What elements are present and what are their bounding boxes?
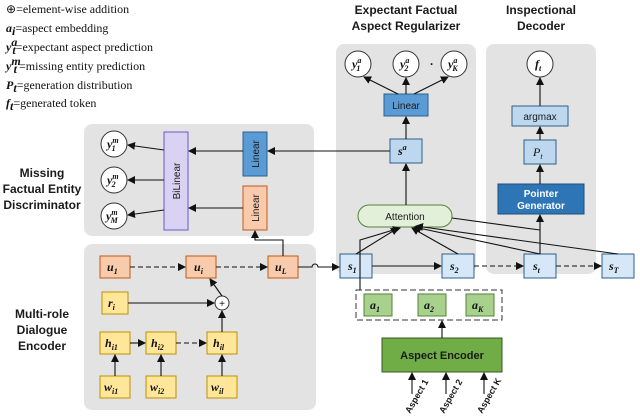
decoder-title-line1: Inspectional [506, 3, 576, 17]
node-u-1: u1 [107, 260, 118, 276]
node-w-i1: wi1 [104, 380, 118, 396]
aspect-embedding-group [355, 289, 503, 321]
aspect-input-1: Aspect 1 [403, 377, 430, 415]
node-w-i2: wi2 [150, 380, 164, 396]
discriminator-linear-bottom [242, 185, 268, 231]
bilinear-label: BiLinear [172, 162, 183, 199]
legend-item-addition: ⊕=element-wise addition [6, 2, 129, 16]
connections [111, 76, 619, 394]
bilinear-box [163, 131, 189, 231]
ellipsis-dots: · [430, 57, 433, 71]
node-s-a: sa [397, 143, 407, 158]
pointer-label: Pointer [524, 189, 559, 200]
legend-item-generated-token: ft=generated token [6, 96, 96, 113]
node-r-i: ri [108, 296, 116, 312]
argmax-label: argmax [523, 112, 556, 123]
discriminator-linear-bottom-label: Linear [251, 193, 262, 221]
aspect-encoder-box [381, 337, 503, 373]
discriminator-title-line1: Missing [20, 166, 65, 180]
encoder-title-line2: Dialogue [17, 323, 68, 337]
legend-item-aspect-embedding: ai=aspect embedding [6, 21, 108, 38]
attention-box [357, 204, 453, 228]
node-P-t-box [523, 139, 557, 165]
encoder-title-line3: Encoder [18, 339, 66, 353]
encoder-panel [84, 244, 316, 410]
node-f-t: ft [535, 57, 542, 73]
node-a-K: aK [472, 298, 484, 314]
discriminator-linear-top-label: Linear [251, 139, 262, 167]
node-P-t: Pt [532, 145, 543, 161]
node-s-2: s2 [449, 259, 459, 275]
discriminator-linear-top [242, 131, 268, 177]
node-h-i2: hi2 [151, 336, 164, 352]
legend: ⊕=element-wise addition ai=aspect embedd… [4, 2, 153, 113]
discriminator-title-line2: Factual Entity [3, 182, 82, 196]
node-h-il: hil [213, 336, 225, 352]
node-s-t: st [532, 259, 541, 275]
generator-label: Generator [517, 201, 565, 212]
legend-item-generation-distribution: Pt=generation distribution [6, 78, 132, 95]
pointer-generator-box [497, 183, 585, 215]
aspect-input-2: Aspect 2 [437, 377, 464, 415]
regularizer-linear-label: Linear [392, 101, 420, 112]
node-u-i: ui [194, 260, 204, 276]
discriminator-title-line3: Discriminator [3, 198, 81, 212]
regularizer-title-line1: Expectant Factual [355, 3, 458, 17]
decoder-title-line2: Decoder [517, 19, 565, 33]
node-a-2: a2 [424, 298, 434, 314]
node-u-L: uL [275, 260, 287, 276]
encoder-title-line1: Multi-role [15, 307, 69, 321]
regularizer-title-line2: Aspect Regularizer [352, 19, 461, 33]
addition-symbol: + [219, 299, 225, 310]
node-w-il: wil [211, 380, 224, 396]
aspect-encoder-label: Aspect Encoder [400, 350, 484, 362]
attention-label: Attention [385, 212, 424, 223]
node-a-1: a1 [370, 298, 380, 314]
aspect-input-K: Aspect K [475, 376, 503, 415]
node-s-T: sT [608, 259, 620, 275]
node-h-i1: hi1 [105, 336, 118, 352]
node-s-1: s1 [347, 259, 357, 275]
